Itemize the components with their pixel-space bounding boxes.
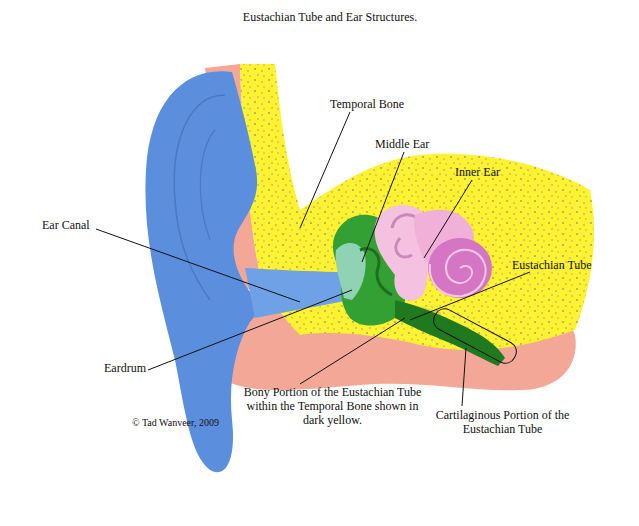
leader-line	[96, 229, 300, 302]
part-label: Cartilaginous Portion of the Eustachian …	[430, 408, 575, 436]
cartilage-outline	[430, 305, 520, 367]
auricle-fold	[200, 130, 215, 240]
eardrum	[336, 243, 366, 300]
part-label: Ear Canal	[42, 218, 122, 232]
ear-canal	[245, 268, 350, 318]
cochlea-spiral	[430, 250, 486, 296]
leader-line	[462, 348, 466, 406]
auricle-fold	[174, 95, 225, 300]
cochlea	[428, 238, 492, 298]
diagram-title: Eustachian Tube and Ear Structures.	[200, 10, 460, 24]
part-label: © Tad Wanveer, 2009	[132, 416, 252, 430]
part-label: Eustachian Tube	[512, 258, 622, 272]
leader-line	[148, 290, 352, 370]
part-label: Middle Ear	[375, 137, 465, 151]
leader-line	[410, 272, 530, 320]
leader-line	[362, 152, 404, 262]
leader-line	[300, 318, 405, 384]
part-label: Bony Portion of the Eustachian Tube with…	[240, 385, 425, 427]
leader-line	[300, 112, 350, 228]
part-label: Temporal Bone	[330, 97, 440, 111]
part-label: Eardrum	[104, 361, 174, 375]
leader-line	[424, 180, 472, 258]
part-label: Inner Ear	[455, 165, 545, 179]
